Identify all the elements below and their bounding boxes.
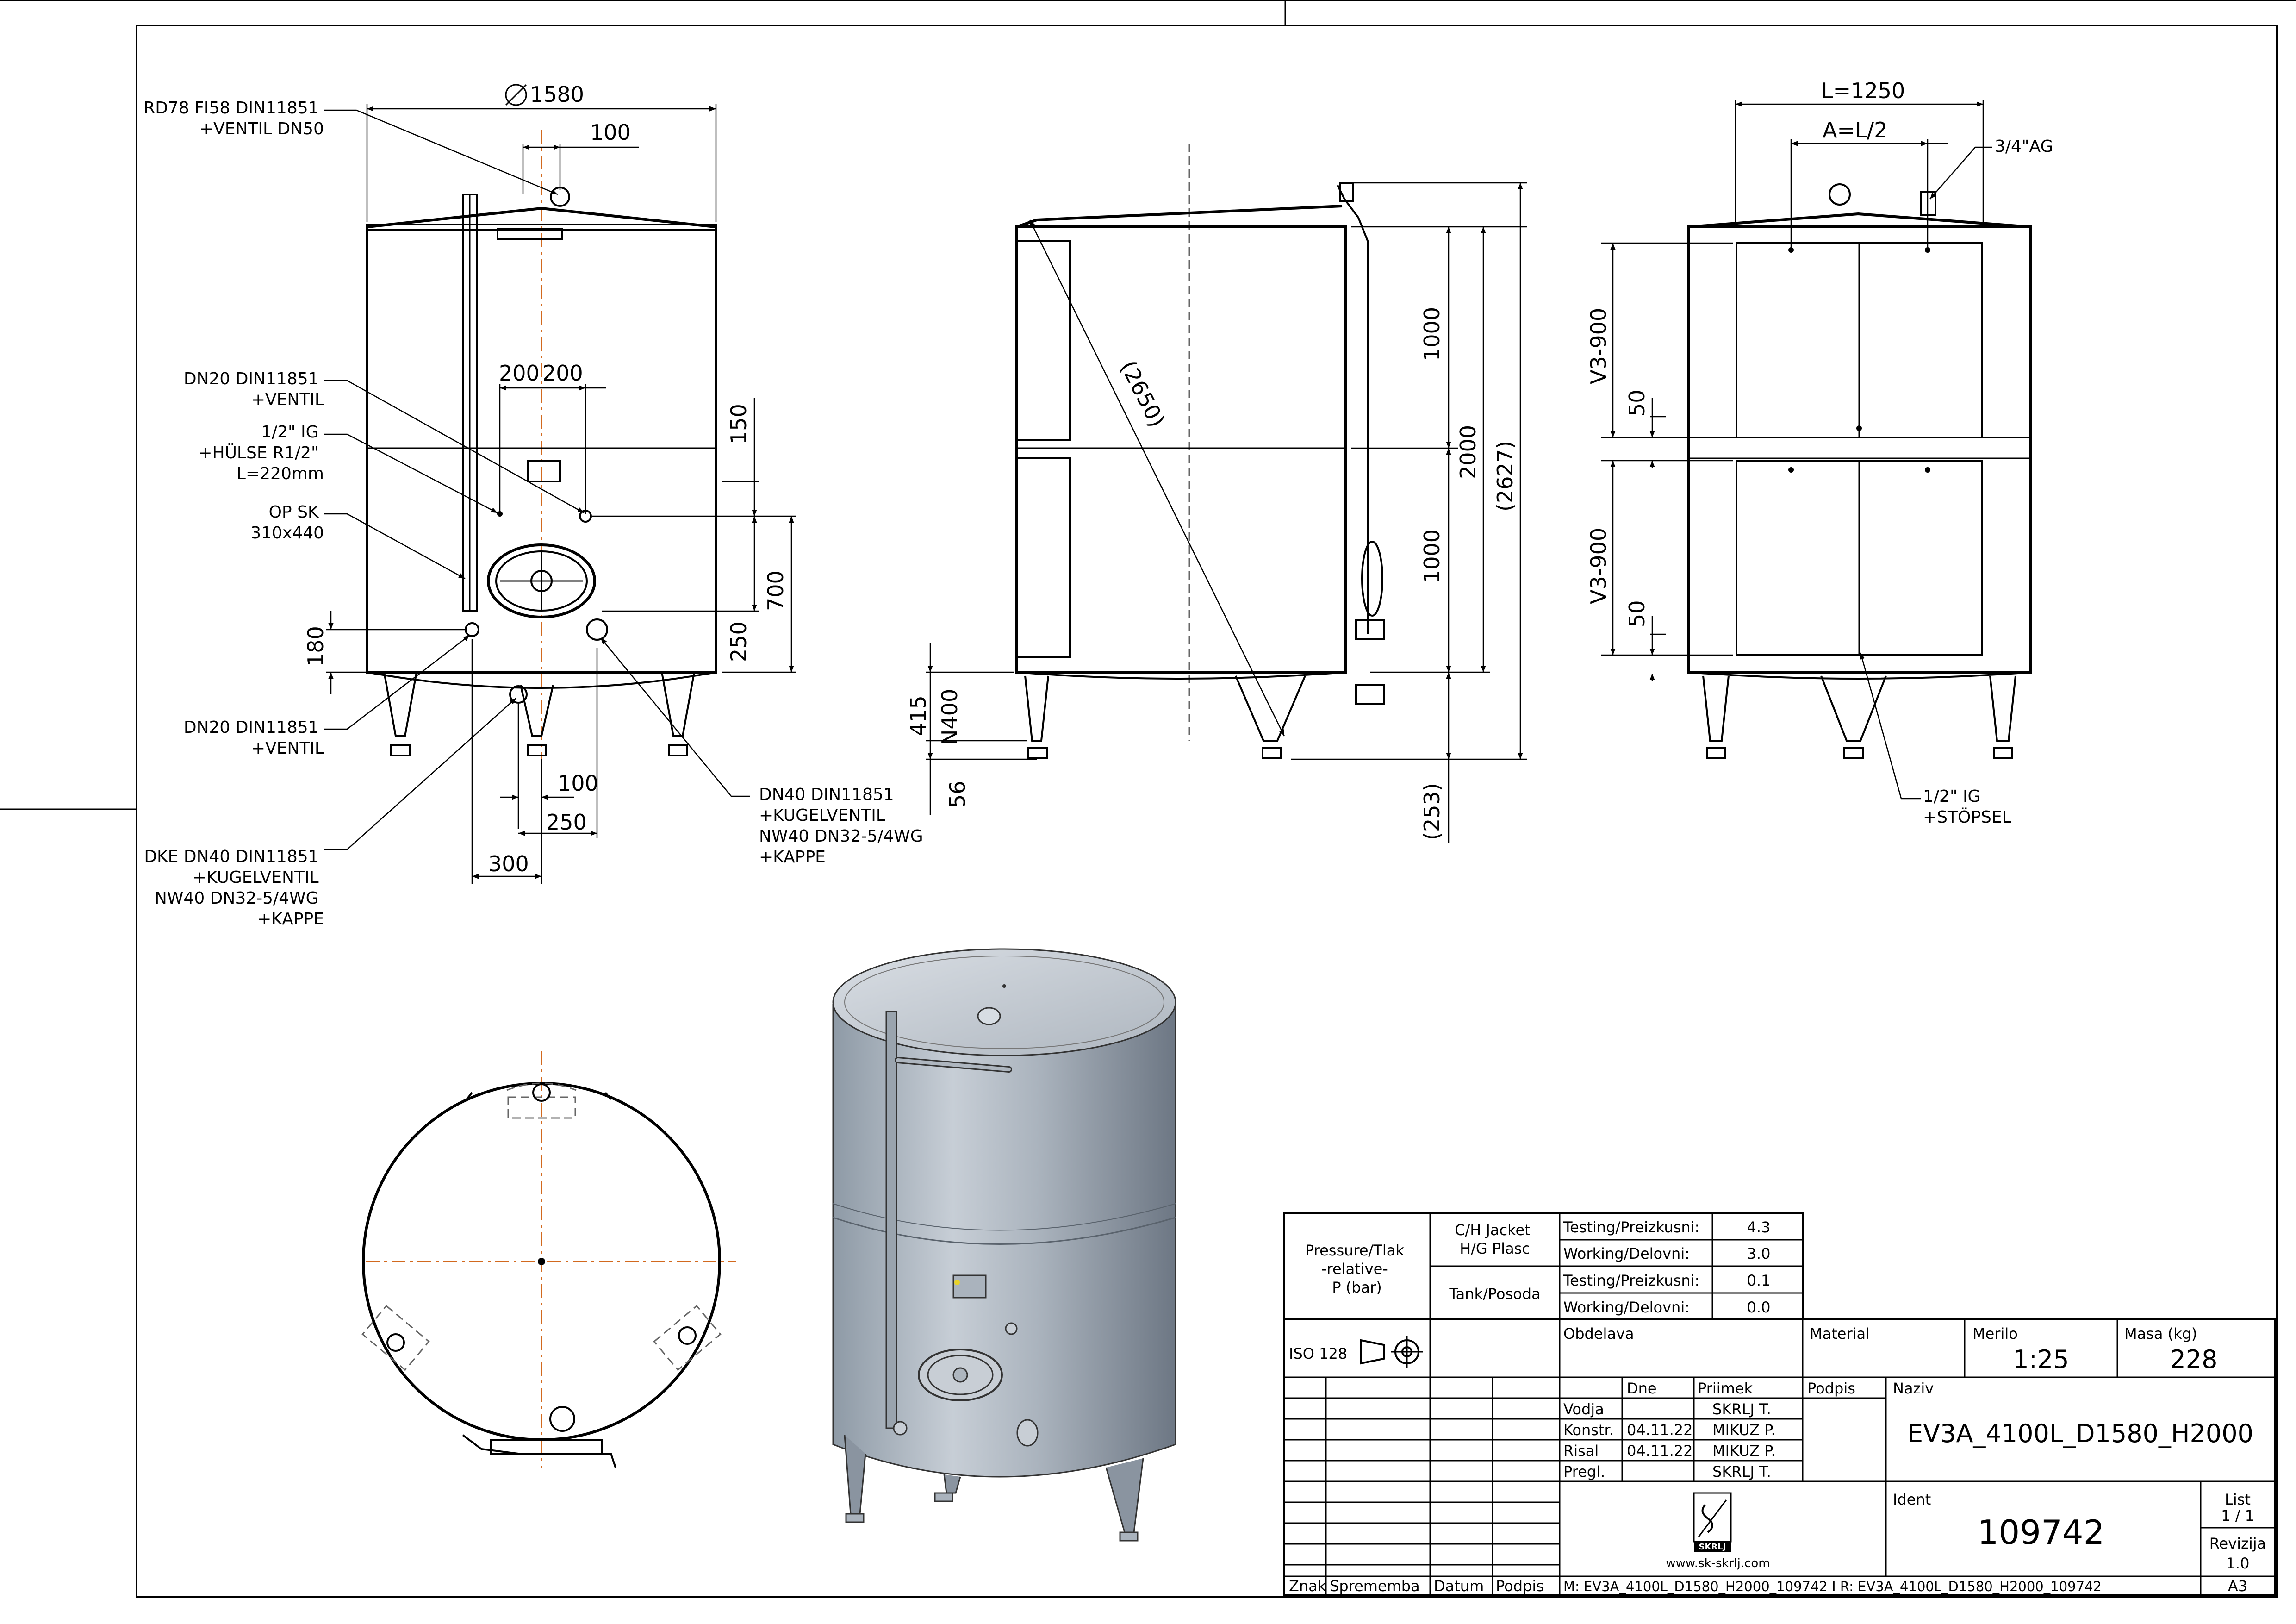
dim-2650: (2650) [1115, 356, 1170, 431]
dim-415: 415 [906, 695, 931, 736]
row-2-label: Working/Delovni: [1563, 1245, 1690, 1262]
label-naziv: Naziv [1893, 1380, 1934, 1397]
label-revizija: Revizija [2209, 1535, 2266, 1552]
dim-200a: 200 [499, 361, 540, 386]
person-3-date: 04.11.22 [1627, 1442, 1693, 1460]
company-logo: SKRLJ [1693, 1492, 1732, 1552]
dim-300: 300 [488, 851, 529, 876]
value-list: 1 / 1 [2221, 1507, 2254, 1524]
dim-700: 700 [763, 570, 788, 611]
label-masa: Masa (kg) [2124, 1325, 2197, 1343]
value-merilo: 1:25 [2013, 1345, 2069, 1374]
dim-2627: (2627) [1493, 441, 1518, 512]
note-dn20-top: DN20 DIN11851 +VENTIL [184, 369, 324, 409]
title-block: Pressure/Tlak -relative- P (bar) C/H Jac… [1283, 1212, 2276, 1596]
dim-diameter: 1580 [530, 82, 584, 107]
dim-1000a: 1000 [1419, 307, 1444, 361]
person-1-role: Vodja [1563, 1400, 1604, 1418]
footer-sprememba: Sprememba [1330, 1577, 1420, 1595]
footer-znak: Znak [1289, 1577, 1326, 1595]
row-4-label: Working/Delovni: [1563, 1299, 1690, 1316]
website: www.sk-skrlj.com [1666, 1556, 1770, 1570]
value-naziv: EV3A_4100L_D1580_H2000 [1907, 1419, 2253, 1448]
front-view: 1580 100 200 200 150 700 250 180 [143, 82, 928, 929]
dim-1000b: 1000 [1419, 529, 1444, 583]
label-list: List [2225, 1491, 2251, 1508]
dim-200b: 200 [542, 361, 583, 386]
dim-2000: 2000 [1456, 425, 1481, 479]
label-tank: Tank/Posoda [1449, 1285, 1540, 1303]
footer-files: M: EV3A_4100L_D1580_H2000_109742 I R: EV… [1563, 1579, 2102, 1594]
dim-l1250: L=1250 [1821, 78, 1905, 103]
row-1-label: Testing/Preizkusni: [1563, 1218, 1699, 1236]
value-masa: 228 [2170, 1345, 2217, 1374]
label-material: Material [1810, 1325, 1870, 1343]
person-3-name: MIKUZ P. [1712, 1442, 1776, 1460]
note-dke: DKE DN40 DIN11851 +KUGELVENTIL NW40 DN32… [144, 847, 324, 929]
side-view: (2650) 1000 2000 (2627) 1000 (253) 415 N… [906, 144, 1527, 843]
dim-56: 56 [945, 781, 970, 808]
right-view: L=1250 A=L/2 3/4"AG V3-900 50 V3-900 50 … [1586, 78, 2053, 827]
isometric-view [832, 948, 1176, 1542]
person-3-role: Risal [1563, 1442, 1599, 1460]
person-4-name: SKRLJ T. [1712, 1463, 1771, 1480]
value-ident: 109742 [1978, 1513, 2105, 1552]
row-3-label: Testing/Preizkusni: [1563, 1272, 1699, 1289]
col-priimek: Priimek [1698, 1380, 1753, 1397]
person-2-role: Konstr. [1563, 1421, 1614, 1439]
dim-250-h: 250 [546, 810, 587, 835]
plan-view [361, 1051, 736, 1468]
row-4-value: 0.0 [1747, 1299, 1771, 1316]
footer-podpis: Podpis [1496, 1577, 1544, 1595]
row-2-value: 3.0 [1747, 1245, 1771, 1262]
label-merilo: Merilo [1972, 1325, 2018, 1343]
dim-180: 180 [303, 626, 328, 667]
note-rd78: RD78 FI58 DIN11851 +VENTIL DN50 [143, 99, 324, 138]
logo-text: SKRLJ [1699, 1542, 1726, 1552]
dim-50a: 50 [1624, 389, 1649, 417]
footer-format: A3 [2228, 1577, 2247, 1595]
dim-253: (253) [1419, 783, 1444, 840]
note-ig12-right: 1/2" IG +STÖPSEL [1923, 787, 2011, 827]
projection-symbol-icon [1360, 1336, 1423, 1368]
note-dn20-bot: DN20 DIN11851 +VENTIL [184, 718, 324, 758]
person-4-role: Pregl. [1563, 1463, 1605, 1480]
label-iso: ISO 128 [1289, 1345, 1347, 1362]
dim-250-v: 250 [726, 621, 751, 662]
note-ig12: 1/2" IG +HÜLSE R1/2" L=220mm [198, 423, 324, 483]
label-ident: Ident [1893, 1491, 1931, 1508]
person-2-name: MIKUZ P. [1712, 1421, 1776, 1439]
dim-n400: N400 [937, 689, 962, 745]
note-opsk: OP SK 310x440 [250, 503, 324, 543]
col-podpis: Podpis [1807, 1380, 1855, 1397]
note-ag34: 3/4"AG [1995, 137, 2053, 156]
label-pressure: Pressure/Tlak -relative- P (bar) [1305, 1242, 1409, 1296]
col-dne: Dne [1627, 1380, 1657, 1397]
dim-v3b: V3-900 [1586, 528, 1611, 604]
dim-100-top: 100 [590, 120, 631, 145]
label-jacket: C/H Jacket H/G Plasc [1455, 1221, 1535, 1257]
person-2-date: 04.11.22 [1627, 1421, 1693, 1439]
footer-datum: Datum [1434, 1577, 1484, 1595]
row-1-value: 4.3 [1747, 1218, 1771, 1236]
dim-150: 150 [726, 404, 751, 444]
dim-v3a: V3-900 [1586, 308, 1611, 384]
dim-al2: A=L/2 [1823, 118, 1887, 143]
row-3-value: 0.1 [1747, 1272, 1771, 1289]
person-1-name: SKRLJ T. [1712, 1400, 1771, 1418]
dim-100-bot: 100 [558, 771, 598, 796]
label-obdelava: Obdelava [1563, 1325, 1634, 1343]
note-dn40: DN40 DIN11851 +KUGELVENTIL NW40 DN32-5/4… [759, 785, 928, 867]
value-revizija: 1.0 [2226, 1555, 2250, 1572]
dim-50b: 50 [1624, 600, 1649, 627]
